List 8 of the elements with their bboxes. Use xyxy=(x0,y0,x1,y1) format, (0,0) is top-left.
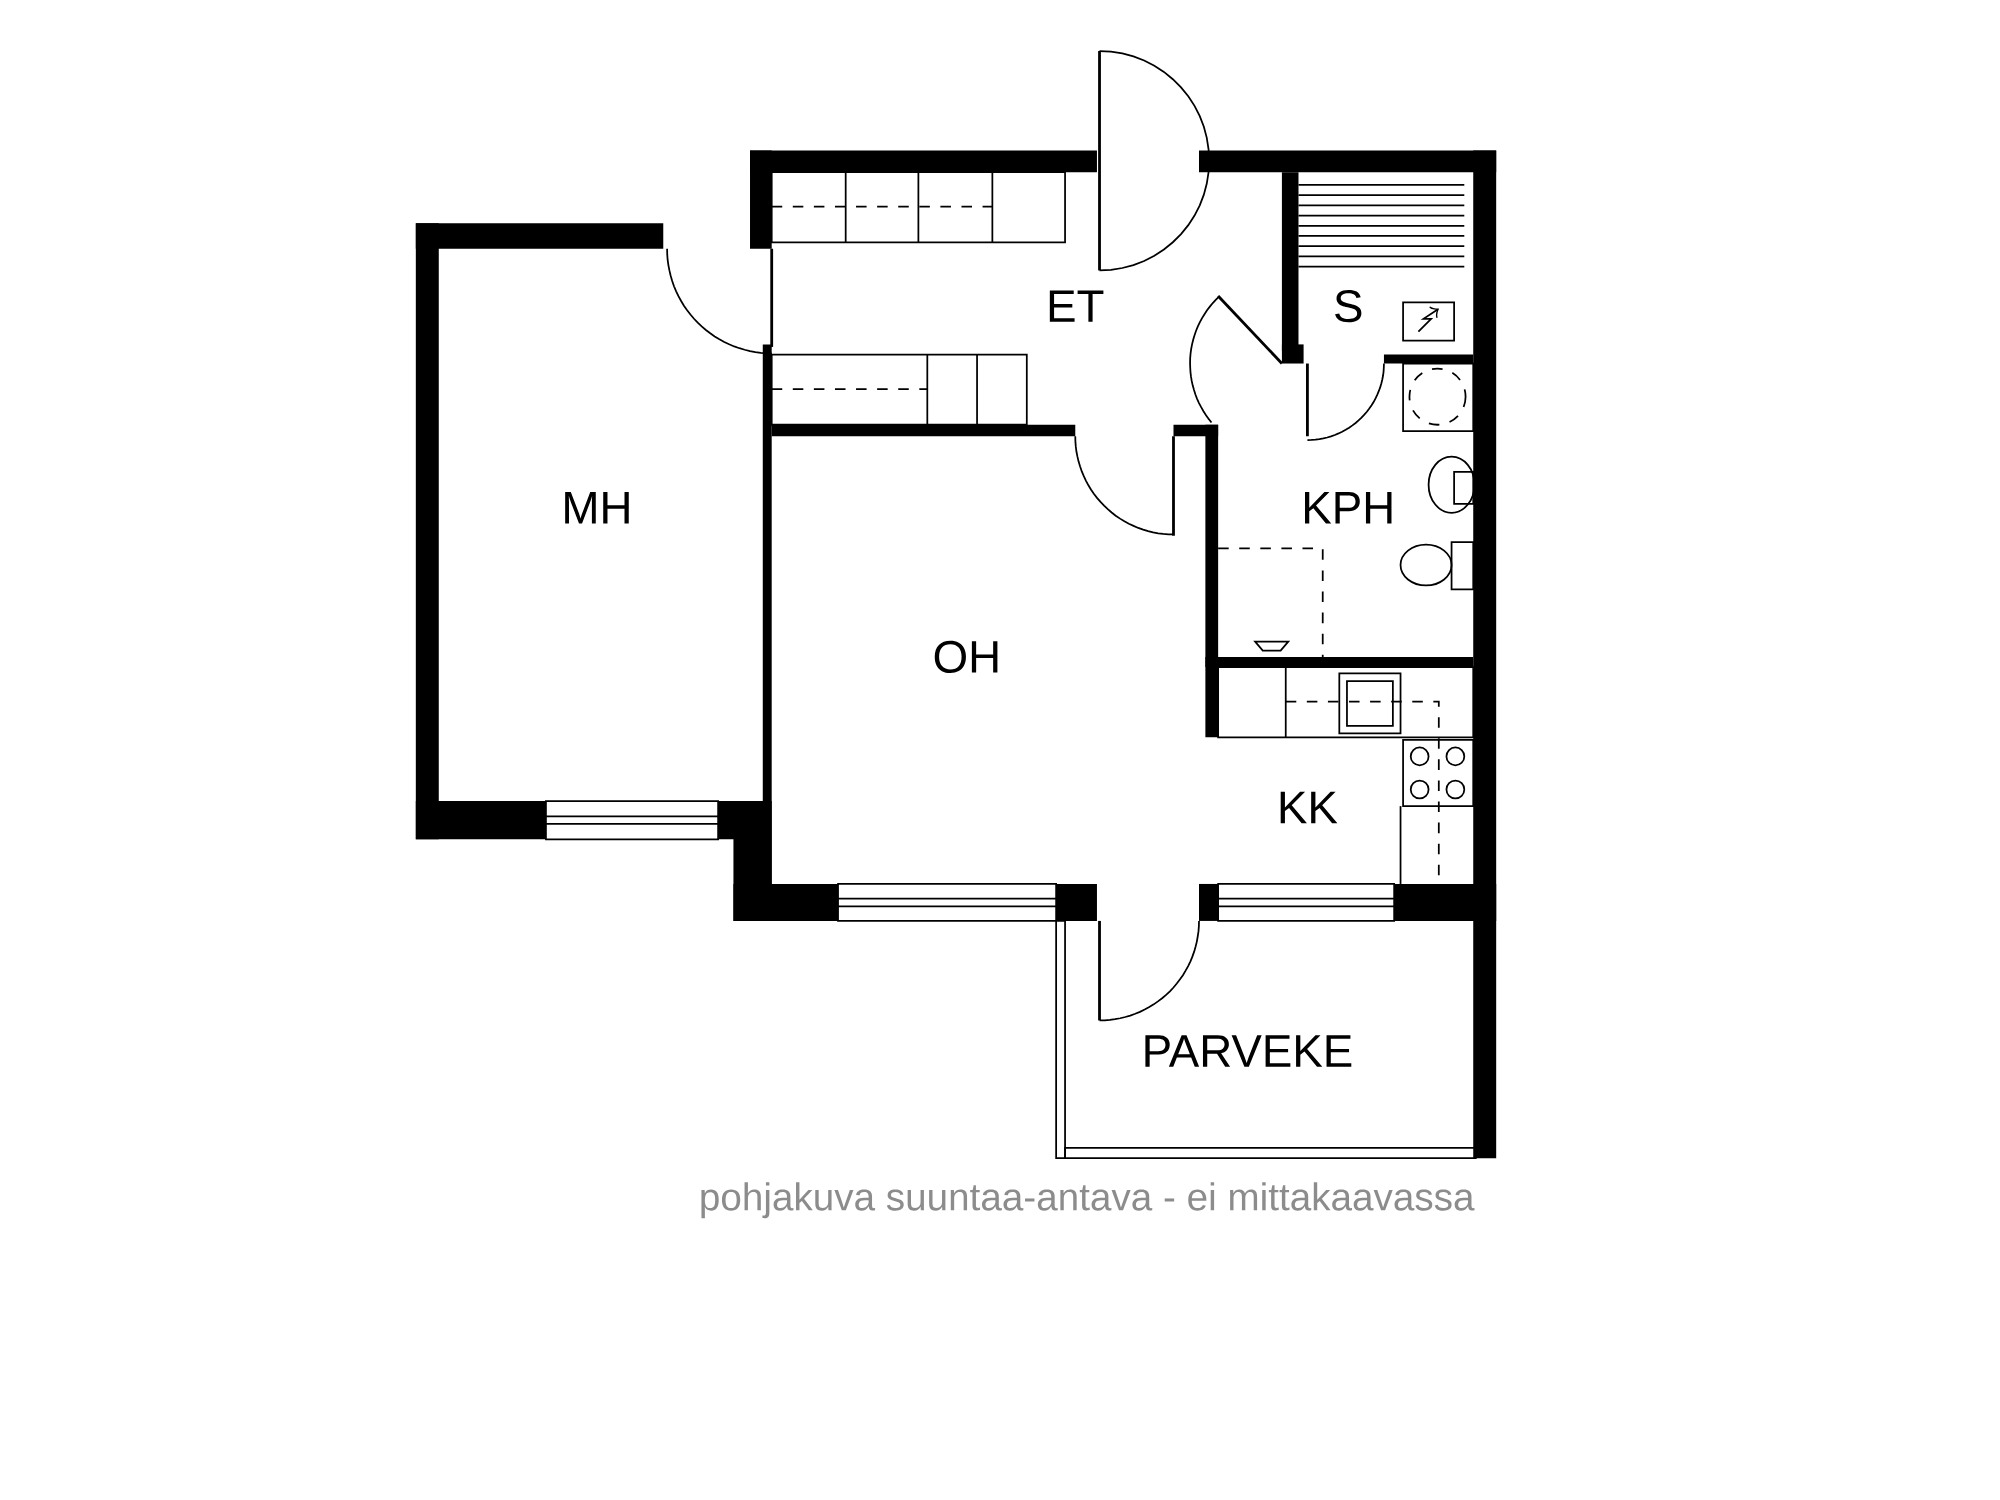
room-label: MH xyxy=(565,491,629,524)
room-label: PARVEKE xyxy=(1145,1035,1352,1067)
room-label: KK xyxy=(1280,791,1338,824)
note: pohjakuva suuntaa-antava - ei mittakaavassa xyxy=(701,1182,1475,1219)
room-label: KPH xyxy=(1305,491,1392,524)
room-label: ET xyxy=(1049,290,1104,322)
room-label: OH xyxy=(934,640,998,674)
room-label: S xyxy=(1335,289,1362,323)
